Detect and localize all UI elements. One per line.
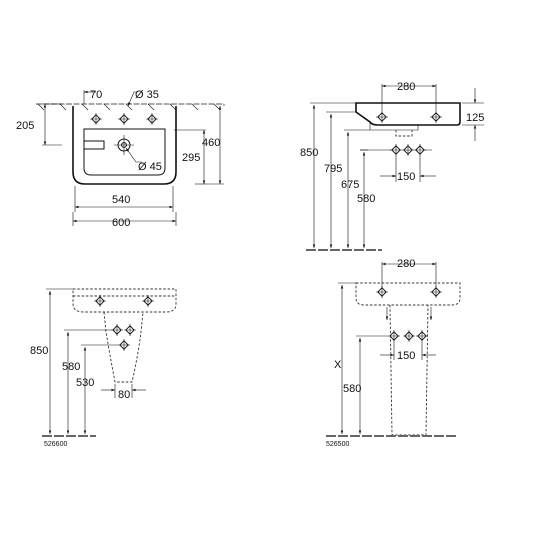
dim-125: 125: [466, 112, 484, 124]
semi-pedestal: [103, 311, 144, 383]
tap-hole-left: [375, 110, 389, 124]
tap-hole-left: [93, 294, 107, 308]
dim-600: 600: [112, 217, 130, 229]
supply-right: [415, 329, 429, 343]
tap-hole-right: [145, 112, 159, 126]
basin-outline: [72, 106, 177, 185]
supply-center: [402, 329, 416, 343]
top-view: 70 Ø 35 205 Ø 45 295 460 540 600: [16, 89, 225, 229]
basin-bowl: [83, 128, 166, 176]
full-pedestal-view: 280 150 X 580 526500: [326, 258, 461, 448]
dim-150: 150: [397, 171, 415, 183]
dim-580: 580: [62, 361, 80, 373]
wall-hatch: [37, 103, 221, 111]
waste-body: [395, 130, 413, 137]
basin-outline: [355, 282, 461, 306]
overflow-slot: [84, 140, 105, 150]
basin-outline: [355, 102, 461, 126]
dim-850: 850: [300, 147, 318, 159]
tap-hole-right: [141, 294, 155, 308]
dim-850: 850: [30, 345, 48, 357]
dim-540: 540: [112, 194, 130, 206]
dim-80: 80: [118, 389, 130, 401]
tap-hole-right: [429, 110, 443, 124]
supply-center: [401, 143, 415, 157]
dim-460: 460: [202, 137, 220, 149]
product-code: 526600: [44, 441, 67, 448]
dim-530: 530: [76, 377, 94, 389]
supply-left: [110, 323, 124, 337]
dim-205: 205: [16, 120, 34, 132]
semi-pedestal-view: 850 580 530 80 526600: [30, 288, 177, 448]
tap-hole-left: [89, 112, 103, 126]
dim-x: X: [334, 359, 342, 371]
dim-295: 295: [182, 152, 200, 164]
dim-d45: Ø 45: [138, 161, 162, 173]
supply-left: [387, 329, 401, 343]
dim-280: 280: [397, 258, 415, 270]
tap-hole-center: [117, 112, 131, 126]
full-pedestal: [389, 304, 429, 436]
wall-mount-view: 280 125 150 850 795 675 580: [300, 81, 484, 251]
waste-connection: [117, 338, 131, 352]
dim-795: 795: [324, 163, 342, 175]
dim-150: 150: [397, 350, 415, 362]
dim-d35: Ø 35: [135, 89, 159, 101]
dim-580: 580: [343, 383, 361, 395]
dim-580: 580: [357, 193, 375, 205]
dim-70: 70: [90, 89, 102, 101]
supply-right: [123, 323, 137, 337]
basin-outline: [72, 288, 177, 313]
product-code: 526500: [326, 441, 349, 448]
dim-675: 675: [341, 179, 359, 191]
dim-280: 280: [397, 81, 415, 93]
